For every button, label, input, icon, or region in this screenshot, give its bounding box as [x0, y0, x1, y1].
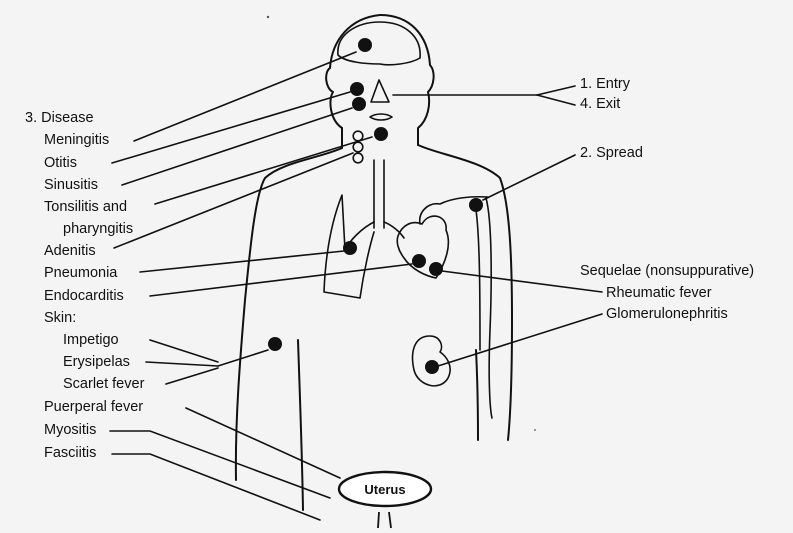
label-sinusitis: Sinusitis [44, 177, 98, 194]
label-fasciitis: Fasciitis [44, 445, 96, 462]
leader-erysipelas [146, 362, 218, 366]
label-puerperal-fever: Puerperal fever [44, 399, 143, 416]
leader-scarlet-fever [166, 368, 218, 384]
site-sinus-dot [352, 97, 366, 111]
label-adenitis: Adenitis [44, 243, 96, 260]
leader-pneumonia [140, 251, 344, 272]
leader-endocarditis [150, 264, 412, 296]
site-heart-dot-2 [429, 262, 443, 276]
label-pharyngitis: pharyngitis [63, 221, 133, 238]
mouth-outline [370, 114, 392, 120]
leader-fasciitis [112, 454, 320, 520]
inner-arm-left [298, 340, 303, 510]
label-disease-heading: 3. Disease [25, 110, 94, 127]
label-meningitis: Meningitis [44, 132, 109, 149]
leader-tonsilitis [155, 137, 372, 204]
leader-sinusitis [122, 108, 352, 185]
label-entry: 1. Entry [580, 76, 630, 93]
leader-adenitis [114, 153, 353, 248]
label-skin: Skin: [44, 310, 76, 327]
site-brain-dot [358, 38, 372, 52]
label-glomerulonephritis: Glomerulonephritis [606, 306, 728, 323]
site-kidney-dot [425, 360, 439, 374]
label-sequelae: Sequelae (nonsuppurative) [580, 263, 754, 280]
site-throat-dot [374, 127, 388, 141]
label-pneumonia: Pneumonia [44, 265, 117, 282]
inner-arm-right [476, 350, 478, 440]
leader-puerperal-fever [186, 408, 340, 478]
label-endocarditis: Endocarditis [44, 288, 124, 305]
label-tonsilitis: Tonsilitis and [44, 199, 127, 216]
trachea [374, 160, 384, 228]
lymph-node-2 [353, 142, 363, 152]
leader-myositis [110, 431, 330, 498]
vessel-inner [476, 210, 480, 350]
torso-outline-left [236, 148, 342, 480]
speck-2 [534, 429, 536, 431]
label-erysipelas: Erysipelas [63, 354, 130, 371]
lymph-node-1 [353, 131, 363, 141]
leader-impetigo [150, 340, 218, 362]
leader-skin-to-dot [218, 350, 268, 366]
site-lung-dot [343, 241, 357, 255]
uterus-tube [378, 512, 391, 528]
label-scarlet-fever: Scarlet fever [63, 376, 144, 393]
leader-glomerulonephritis [438, 314, 602, 366]
vessel-outer [486, 198, 492, 418]
leader-exit [537, 95, 575, 105]
site-ear-dot [350, 82, 364, 96]
label-spread: 2. Spread [580, 145, 643, 162]
leader-meningitis [134, 52, 356, 141]
site-heart-dot-1 [412, 254, 426, 268]
label-myositis: Myositis [44, 422, 96, 439]
leader-entry [537, 86, 575, 95]
label-exit: 4. Exit [580, 96, 620, 113]
site-skin-dot [268, 337, 282, 351]
uterus-label: Uterus [364, 482, 405, 497]
leader-spread [483, 155, 575, 200]
site-spread-dot [469, 198, 483, 212]
head-outline [326, 15, 433, 145]
label-impetigo: Impetigo [63, 332, 119, 349]
brain-outline [338, 22, 420, 65]
nose-outline [371, 80, 389, 102]
speck-1 [267, 16, 269, 18]
label-otitis: Otitis [44, 155, 77, 172]
label-rheumatic-fever: Rheumatic fever [606, 285, 712, 302]
leader-rheumatic-fever [442, 271, 602, 292]
lymph-node-3 [353, 153, 363, 163]
torso-outline-right [418, 145, 512, 440]
